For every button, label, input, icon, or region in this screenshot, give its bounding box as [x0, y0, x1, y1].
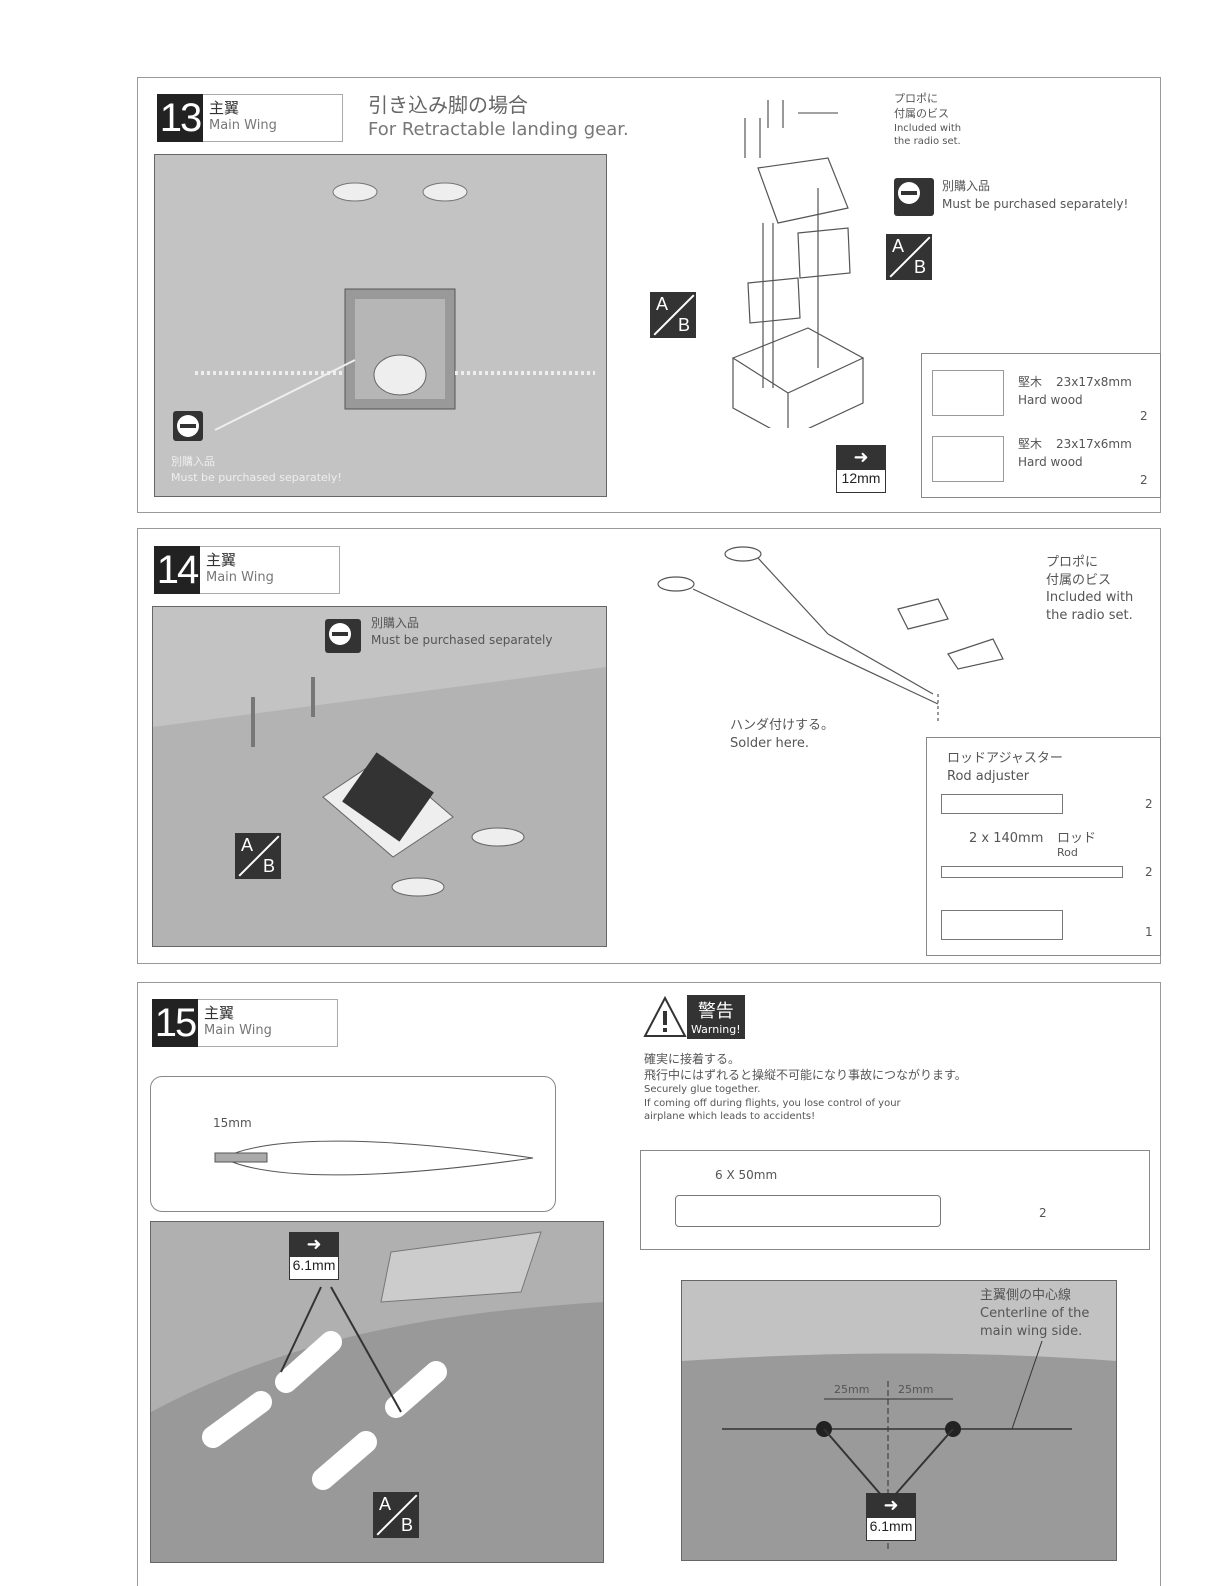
purchase-jp: 別購入品: [942, 179, 991, 193]
step-number: 13: [157, 94, 203, 142]
arrow-right-icon: ➜: [290, 1233, 338, 1257]
rod-adjuster-image: [941, 794, 1063, 814]
dowel-image: [675, 1195, 941, 1227]
step-13-panel: 13 主翼 Main Wing 引き込み脚の場合 For Retractable…: [137, 77, 1161, 513]
hardwood-part-image: [932, 370, 1004, 416]
step-15-header: 15 主翼 Main Wing: [152, 999, 338, 1047]
rod-image: [941, 866, 1123, 878]
control-horn-image: [941, 910, 1063, 940]
screws-note: プロポに 付属のビス Included with the radio set.: [894, 92, 962, 148]
dowel-illustration: [151, 1231, 603, 1562]
warning-text: 確実に接着する。 飛行中にはずれると操縦不可能になり事故につながります。 Sec…: [644, 1052, 967, 1123]
step-number: 15: [152, 999, 198, 1047]
step-13-title-jp: 引き込み脚の場合: [368, 93, 528, 117]
wing-centerline-photo: 25mm 25mm 主翼側の中心線 Centerline of the main…: [681, 1280, 1117, 1561]
solder-en: Solder here.: [730, 736, 809, 751]
arrow-right-icon: ➜: [867, 1494, 915, 1518]
warning-badge: 警告 Warning!: [643, 995, 745, 1039]
screws-note: プロポに 付属のビス Included with the radio set.: [1046, 555, 1134, 623]
photo-purchase-jp: 別購入品: [171, 455, 215, 468]
step-label: 主翼 Main Wing: [198, 999, 338, 1047]
step-label: 主翼 Main Wing: [203, 94, 343, 142]
prohibited-icon: [173, 411, 203, 445]
purchase-en: Must be purchased separately!: [942, 197, 1129, 211]
prohibited-icon: [894, 178, 934, 220]
airfoil-dim: 15mm: [213, 1116, 252, 1130]
airfoil-shape: [214, 1140, 534, 1176]
arrow-right-icon: ➜: [837, 446, 885, 470]
hardwood-part-image: [932, 436, 1004, 482]
step-label: 主翼 Main Wing: [200, 546, 340, 594]
photo-purchase-en: Must be purchased separately!: [171, 471, 342, 484]
pushrod-diagram: [657, 546, 1004, 724]
airfoil-panel: 15mm: [150, 1076, 556, 1212]
step-number: 14: [154, 546, 200, 594]
step-13-header: 13 主翼 Main Wing: [157, 94, 343, 142]
step-14-header: 14 主翼 Main Wing: [154, 546, 340, 594]
dimension-badge: ➜ 6.1mm: [866, 1493, 916, 1541]
centerline-illustration: [682, 1340, 1116, 1560]
purchase-en: Must be purchased separately: [371, 633, 553, 647]
servo-photo-illustration: [153, 667, 606, 946]
step-13-title-en: For Retractable landing gear.: [368, 119, 629, 140]
dimension-badge: ➜ 6.1mm: [289, 1232, 339, 1280]
dimension-badge: ➜ 12mm: [836, 445, 886, 493]
warning-icon: [643, 995, 687, 1037]
servo-mount-diagram: [731, 100, 865, 428]
solder-jp: ハンダ付けする。: [730, 718, 835, 733]
parts-list: 堅木 23x17x8mm Hard wood 2 堅木 23x17x6mm Ha…: [921, 353, 1161, 498]
step-13-photo: 別購入品 Must be purchased separately!: [154, 154, 607, 497]
purchase-jp: 別購入品: [371, 616, 420, 630]
step-14-panel: 14 主翼 Main Wing 別購入品 Must be purchased s…: [137, 528, 1161, 964]
parts-list: ロッドアジャスター Rod adjuster 2 2 x 140mm ロッド R…: [926, 737, 1161, 956]
dowel-part-box: 6 X 50mm 2: [640, 1150, 1150, 1250]
servo-bay-illustration: [195, 182, 595, 431]
prohibited-icon: [325, 619, 361, 657]
